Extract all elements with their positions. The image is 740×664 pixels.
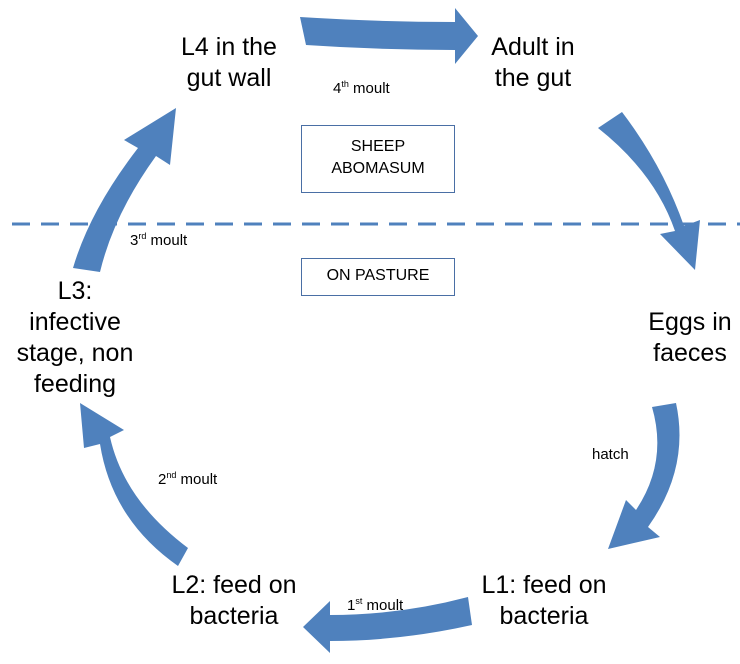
node-l3: L3: infective stage, non feeding bbox=[0, 276, 150, 400]
moult-3rd-suffix: rd bbox=[138, 231, 147, 241]
moult-2nd-word: moult bbox=[180, 471, 218, 488]
node-l3-line-4: feeding bbox=[33, 370, 117, 398]
node-l4-line-2: gut wall bbox=[186, 64, 272, 92]
node-l1-line-2: bacteria bbox=[499, 602, 589, 630]
node-l2-line-1: L2: feed on bbox=[171, 571, 297, 599]
moult-label-3rd: 3rd moult bbox=[130, 232, 187, 250]
moult-label-4th: 4th moult bbox=[333, 80, 390, 98]
moult-3rd-word: moult bbox=[150, 232, 188, 249]
moult-label-1st: 1st moult bbox=[347, 597, 403, 615]
moult-3rd-number: 3 bbox=[130, 232, 139, 249]
moult-1st-number: 1 bbox=[347, 597, 356, 614]
arrow-l3-to-l4 bbox=[73, 108, 176, 272]
sheep-abomasum-box: SHEEP ABOMASUM bbox=[301, 125, 455, 193]
sheep-box-line-2: ABOMASUM bbox=[331, 160, 425, 177]
node-eggs: Eggs in faeces bbox=[642, 307, 738, 369]
node-l3-line-2: infective bbox=[29, 308, 121, 336]
node-adult-line-1: Adult in bbox=[491, 33, 575, 61]
on-pasture-box: ON PASTURE bbox=[301, 258, 455, 296]
node-adult: Adult in the gut bbox=[478, 32, 588, 94]
node-l2: L2: feed on bacteria bbox=[154, 570, 314, 632]
arrow-l1-to-l2 bbox=[303, 597, 472, 653]
node-l2-line-2: bacteria bbox=[189, 602, 279, 630]
arrow-l4-to-adult bbox=[300, 8, 478, 64]
arrow-adult-to-eggs bbox=[598, 112, 700, 270]
node-l3-line-3: stage, non bbox=[16, 339, 134, 367]
moult-1st-suffix: st bbox=[355, 596, 363, 606]
moult-1st-word: moult bbox=[366, 597, 404, 614]
moult-2nd-number: 2 bbox=[158, 471, 167, 488]
node-adult-line-2: the gut bbox=[494, 64, 572, 92]
node-l4-line-1: L4 in the bbox=[181, 33, 277, 61]
pasture-box-line-1: ON PASTURE bbox=[326, 267, 430, 284]
node-l4: L4 in the gut wall bbox=[160, 32, 298, 94]
arrow-eggs-to-l1 bbox=[608, 403, 680, 549]
moult-4th-number: 4 bbox=[333, 80, 342, 97]
node-eggs-line-2: faeces bbox=[653, 339, 727, 367]
node-l1-line-1: L1: feed on bbox=[481, 571, 607, 599]
moult-4th-word: moult bbox=[353, 80, 390, 97]
moult-4th-suffix: th bbox=[341, 79, 349, 89]
arrow-l2-to-l3 bbox=[80, 403, 188, 566]
node-l1: L1: feed on bacteria bbox=[464, 570, 624, 632]
node-l3-line-1: L3: bbox=[57, 277, 93, 305]
sheep-box-line-1: SHEEP bbox=[350, 138, 406, 155]
moult-2nd-suffix: nd bbox=[166, 470, 177, 480]
node-eggs-line-1: Eggs in bbox=[648, 308, 732, 336]
hatch-label: hatch bbox=[592, 446, 629, 463]
moult-label-2nd: 2nd moult bbox=[158, 471, 217, 489]
